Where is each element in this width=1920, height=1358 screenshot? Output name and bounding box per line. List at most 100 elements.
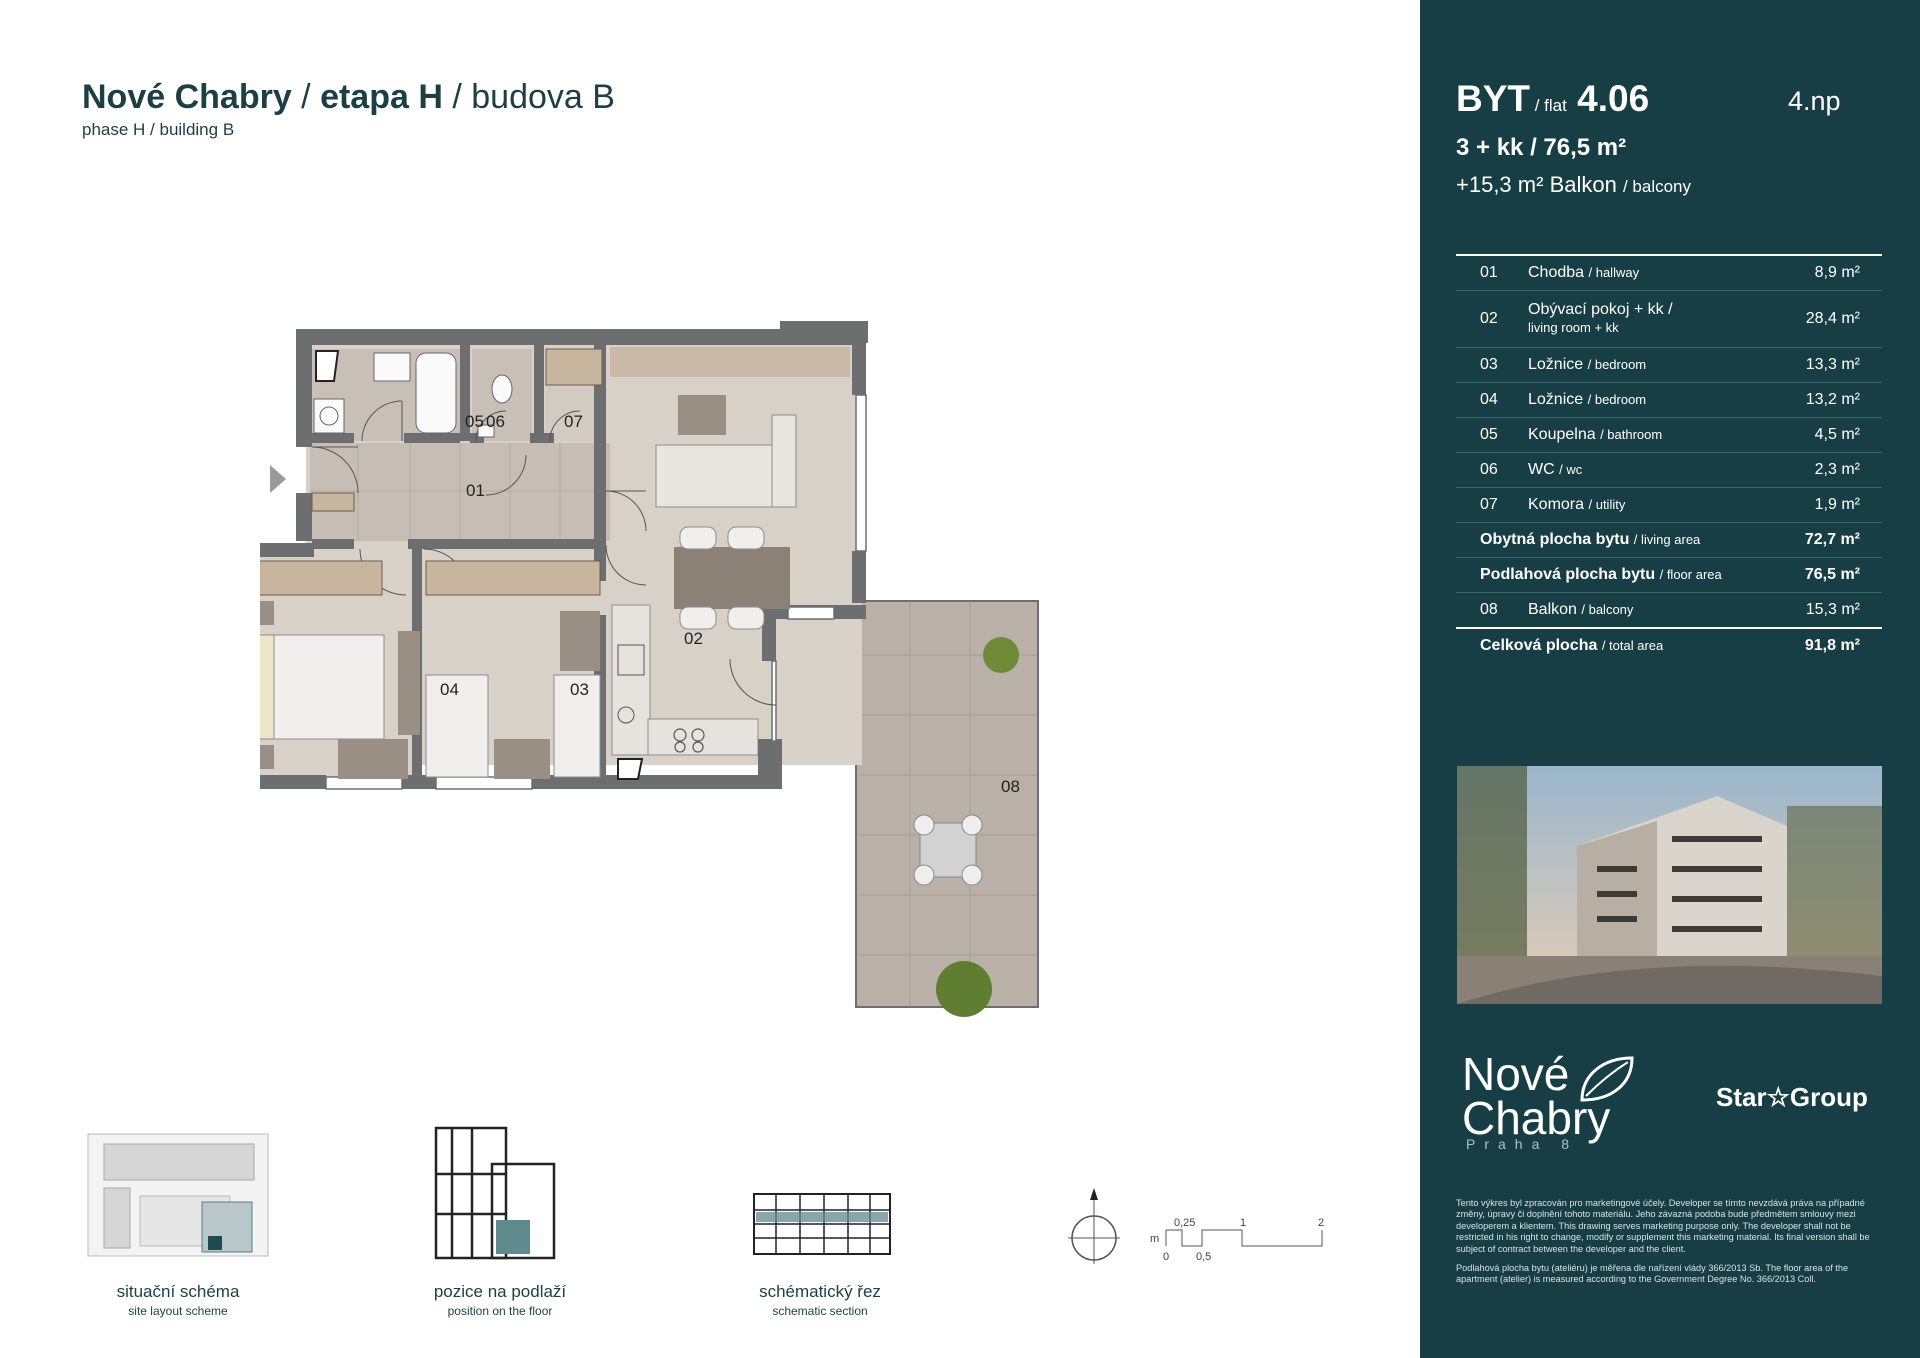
bed-double-icon — [260, 634, 385, 740]
washbasin-icon — [373, 352, 411, 382]
room-num: 03 — [1480, 356, 1498, 373]
schematic-section-caption: schématický řez schematic section — [712, 1282, 928, 1318]
title-separator: / — [442, 78, 472, 116]
room-area: 1,9 m² — [1814, 496, 1860, 513]
floor-area-label-en: / floor area — [1659, 567, 1722, 582]
summary-name: Celková plocha / total area — [1456, 628, 1781, 663]
room-name-en: / utility — [1588, 497, 1626, 512]
building-name: budova B — [471, 78, 615, 116]
room-name-en: / bathroom — [1600, 427, 1663, 442]
room-name-en: / bedroom — [1587, 392, 1647, 407]
floor-number: 4.np — [1788, 86, 1841, 116]
room-label-07: 07 — [564, 412, 583, 431]
floor-position-caption: pozice na podlaží position on the floor — [392, 1282, 608, 1318]
north-arrow-icon — [1068, 1188, 1120, 1264]
nove-chabry-logo: Nové Chabry — [1462, 1048, 1611, 1144]
total-area-label-en: / total area — [1601, 638, 1664, 653]
project-name: Nové Chabry — [82, 78, 292, 116]
floor-position-image — [434, 1126, 556, 1260]
room-label-04: 04 — [440, 680, 459, 699]
room-name-en: / balcony — [1581, 602, 1634, 617]
leaf-icon — [1580, 1056, 1634, 1102]
room-name-en: / wc — [1559, 462, 1583, 477]
room-area: 2,3 m² — [1814, 461, 1860, 478]
living-area-label-en: / living area — [1633, 532, 1701, 547]
star-group-logo: Star☆Group — [1716, 1082, 1868, 1112]
info-panel: BYT / flat 4.06 4.np 3 + kk / 76,5 m² +1… — [1420, 0, 1920, 1358]
room-name: WC / wc — [1528, 453, 1781, 488]
room-num: 01 — [1480, 264, 1498, 281]
caption-en: site layout scheme — [128, 1304, 228, 1318]
scale-tick: 2 — [1318, 1217, 1324, 1229]
room-name-cz: Chodba — [1528, 264, 1585, 281]
bed-single-icon — [425, 674, 489, 778]
title-separator: / — [291, 78, 321, 116]
table-row: 06 WC / wc 2,3 m² — [1456, 453, 1882, 488]
washer-icon — [313, 398, 345, 434]
logo-line1: Nové — [1462, 1048, 1570, 1100]
room-area: 13,3 m² — [1805, 356, 1860, 373]
site-layout-scheme-image — [87, 1133, 269, 1257]
plant-icon — [983, 637, 1019, 673]
room-name: Ložnice / bedroom — [1528, 348, 1781, 383]
rug — [678, 395, 726, 435]
room-num: 04 — [1480, 391, 1498, 408]
room-area: 4,5 m² — [1814, 426, 1860, 443]
floor-area-value: 76,5 m² — [1804, 566, 1860, 583]
dining-chairs — [679, 526, 765, 630]
room-num: 05 — [1480, 426, 1498, 443]
room-num: 07 — [1480, 496, 1498, 513]
balcony-label: Balkon — [1549, 172, 1617, 197]
tv-cabinet — [610, 347, 850, 377]
disclaimer: Tento výkres byl zpracován pro marketing… — [1456, 1198, 1884, 1294]
room-name: Obývací pokoj + kk /living room + kk — [1528, 291, 1781, 348]
room-name-cz: Ložnice — [1528, 356, 1584, 373]
kitchen-counter — [611, 604, 651, 756]
room-name-cz: WC — [1528, 461, 1555, 478]
logo-line2: Chabry — [1462, 1092, 1611, 1144]
room-name-cz: Komora — [1528, 496, 1585, 513]
flat-type: 3 + kk / 76,5 m² — [1456, 134, 1627, 161]
sink-icon — [617, 644, 645, 676]
room-label-06: 06 — [486, 412, 505, 431]
total-area-value: 91,8 m² — [1804, 637, 1860, 654]
scale-bar: m 0 0,25 0,5 1 2 — [1150, 1217, 1324, 1262]
desk — [338, 739, 408, 779]
room-name: Balkon / balcony — [1528, 593, 1781, 629]
room-area: 28,4 m² — [1805, 310, 1860, 327]
flat-label: BYT — [1456, 78, 1530, 119]
entrance-arrow-icon — [270, 465, 286, 493]
table-row: 01 Chodba / hallway 8,9 m² — [1456, 255, 1882, 291]
table-row: 03 Ložnice / bedroom 13,3 m² — [1456, 348, 1882, 383]
room-num: 08 — [1480, 601, 1498, 618]
room-name-en: / bedroom — [1587, 357, 1647, 372]
bed-single-icon — [553, 674, 601, 778]
balcony-area: +15,3 m² — [1456, 172, 1544, 197]
room-table: 01 Chodba / hallway 8,9 m² 02 Obývací po… — [1456, 254, 1882, 663]
room-label-02: 02 — [684, 629, 703, 648]
room-name-cz: Koupelna — [1528, 426, 1596, 443]
project-subtitle: phase H / building B — [82, 120, 235, 139]
room-name: Ložnice / bedroom — [1528, 383, 1781, 418]
room-area: 13,2 m² — [1805, 391, 1860, 408]
room-name-cz: Ložnice — [1528, 391, 1584, 408]
room-area: 15,3 m² — [1805, 601, 1860, 618]
table-row: 07 Komora / utility 1,9 m² — [1456, 488, 1882, 523]
flat-heading: BYT / flat 4.06 — [1456, 78, 1649, 120]
room-area: 8,9 m² — [1814, 264, 1860, 281]
caption-cz: pozice na podlaží — [433, 1282, 567, 1301]
scale-tick: 1 — [1240, 1217, 1246, 1229]
room-num: 02 — [1480, 310, 1498, 327]
balcony-summary: +15,3 m² Balkon / balcony — [1456, 172, 1691, 198]
room-label-05: 05 — [465, 412, 484, 431]
caption-en: position on the floor — [447, 1304, 553, 1318]
site-layout-caption: situační schéma site layout scheme — [70, 1282, 286, 1318]
caption-cz: schématický řez — [759, 1282, 881, 1301]
balcony-tile-grid — [856, 601, 1038, 1007]
balcony-furniture — [913, 814, 983, 886]
room-name: Chodba / hallway — [1528, 255, 1781, 291]
flat-number: 4.06 — [1577, 78, 1650, 119]
cooktop-icon — [673, 728, 705, 753]
flat-label-en: flat — [1544, 96, 1567, 115]
scale-tick: 0 — [1163, 1251, 1169, 1262]
